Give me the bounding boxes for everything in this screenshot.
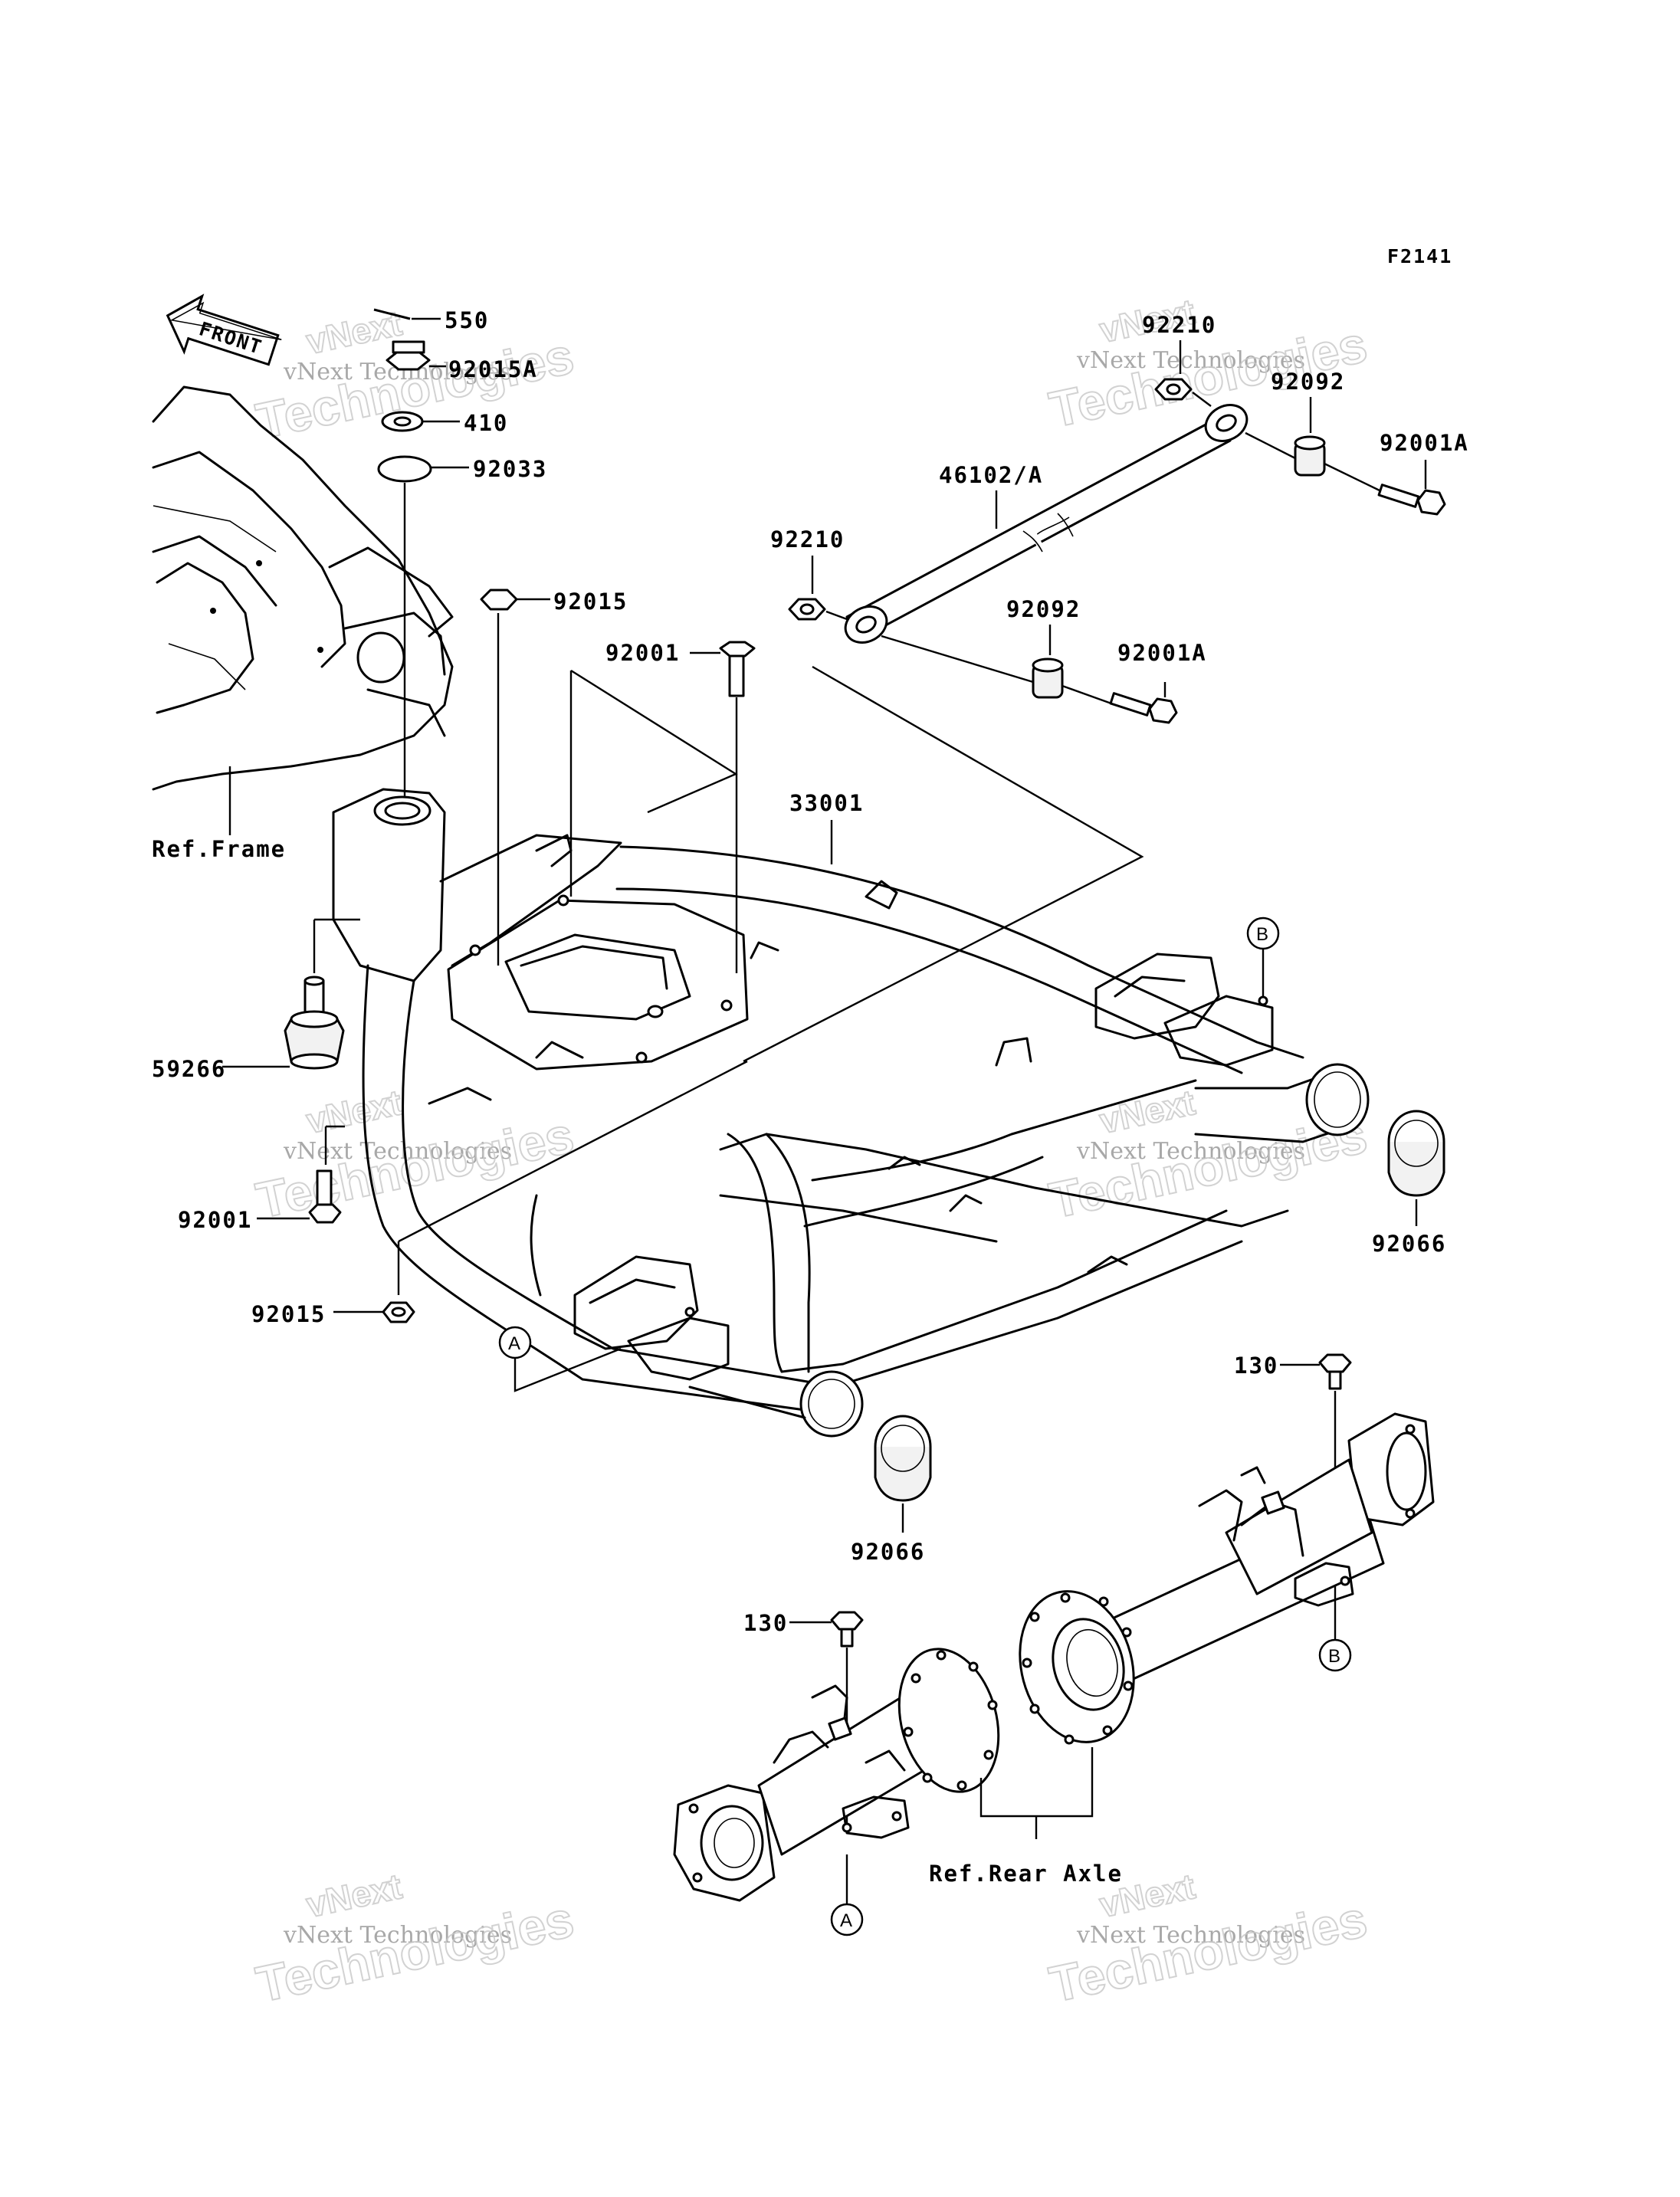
label-59266: 59266: [152, 1056, 226, 1082]
bolt-icon: [1318, 1353, 1352, 1390]
ref-frame-drawing: Ref.Frame: [152, 385, 454, 862]
label-130-right: 130: [1234, 1353, 1278, 1379]
callout-a-upper: A: [508, 1333, 520, 1354]
swingarm-frame: 33001: [332, 788, 1370, 1438]
castle-nut-icon: [386, 340, 431, 371]
watermark-vnext-bottom-left: vNext: [303, 1866, 405, 1925]
watermark-text-bottom-left: vNext Technologies: [283, 1922, 512, 1949]
label-410: 410: [464, 410, 508, 436]
rubber-stopper-icon: [284, 976, 345, 1070]
label-92210-right: 92210: [1142, 312, 1216, 338]
cotter-pin-icon: [373, 308, 411, 320]
watermark-vnext-top-left: vNext: [303, 303, 405, 362]
end-cap-icon: [1387, 1110, 1445, 1197]
rear-axle-housing-left: 130 A: [673, 1610, 1000, 1936]
top-bolt-group: 92001: [569, 640, 756, 973]
label-92033: 92033: [473, 456, 547, 482]
label-550: 550: [445, 307, 489, 333]
watermark-text-mid-right: vNext Technologies: [1076, 1138, 1305, 1165]
watermark-text-top-right: vNext Technologies: [1076, 347, 1305, 374]
nut-icon: [382, 1301, 415, 1323]
bolt-icon: [719, 641, 756, 697]
label-92015-bottom: 92015: [251, 1301, 326, 1327]
watermark-technologies-bottom-left: Technologies: [251, 1890, 579, 2013]
bottom-bolt-group: 92001 92015: [178, 1060, 748, 1327]
top-nut-group: 92015: [480, 589, 628, 966]
label-92092-left: 92092: [1006, 596, 1081, 622]
watermark-text-bottom-right: vNext Technologies: [1076, 1922, 1305, 1949]
bushing-icon: [1294, 435, 1326, 477]
label-92066-bottom: 92066: [851, 1539, 925, 1565]
ref-rear-axle-group: Ref.Rear Axle: [929, 1747, 1123, 1887]
watermark-technologies-mid-left: Technologies: [251, 1107, 579, 1229]
label-92001A-right: 92001A: [1380, 430, 1469, 456]
watermark-text-mid-left: vNext Technologies: [283, 1138, 512, 1165]
callout-a-upper-group: A: [498, 1326, 622, 1392]
label-92210-left: 92210: [770, 526, 845, 553]
label-92015-top: 92015: [553, 589, 628, 615]
rubber-stopper-group: 59266: [152, 918, 360, 1082]
label-92092-right: 92092: [1271, 369, 1345, 395]
label-130-left: 130: [743, 1610, 788, 1636]
label-92001-bottom: 92001: [178, 1207, 252, 1233]
watermark-vnext-mid-right: vNext: [1096, 1082, 1198, 1141]
figure-code: F2141: [1387, 245, 1452, 267]
end-cap-bottom-group: 92066: [851, 1415, 932, 1565]
bolt-icon: [830, 1611, 864, 1648]
callout-a-lower: A: [840, 1910, 852, 1931]
bolt-icon: [1109, 692, 1178, 724]
front-arrow-icon: FRONT: [166, 293, 282, 366]
watermark-technologies-bottom-right: Technologies: [1045, 1890, 1372, 2013]
ref-frame-label: Ref.Frame: [152, 836, 286, 862]
label-92001-top: 92001: [605, 640, 680, 666]
end-cap-right-group: 92066: [1372, 1110, 1446, 1257]
circlip-icon: [377, 455, 432, 483]
bolt-icon: [1377, 484, 1446, 516]
callout-b-upper: B: [1256, 924, 1268, 945]
label-46102: 46102/A: [939, 462, 1043, 488]
mount-hardware-stack: 550 92015A 410 92033: [373, 307, 547, 797]
bolt-icon: [308, 1169, 342, 1224]
label-92001A-left: 92001A: [1117, 640, 1207, 666]
ref-rear-axle-label: Ref.Rear Axle: [929, 1861, 1123, 1887]
callout-b-lower: B: [1328, 1646, 1340, 1667]
rear-axle-housing-right: 130 B: [1019, 1353, 1435, 1745]
nut-icon: [1154, 378, 1193, 401]
end-cap-icon: [874, 1415, 932, 1502]
nut-icon: [788, 598, 826, 621]
watermark-vnext-mid-left: vNext: [303, 1082, 405, 1141]
tie-rod-assembly: 46102/A 92210 92092 92001A 92210: [743, 312, 1469, 1063]
nut-icon: [480, 589, 518, 611]
label-92015A: 92015A: [448, 356, 538, 382]
label-92066-right: 92066: [1372, 1231, 1446, 1257]
label-33001: 33001: [789, 790, 864, 816]
bushing-icon: [1032, 657, 1064, 699]
callout-b-upper-group: B: [1246, 917, 1280, 996]
